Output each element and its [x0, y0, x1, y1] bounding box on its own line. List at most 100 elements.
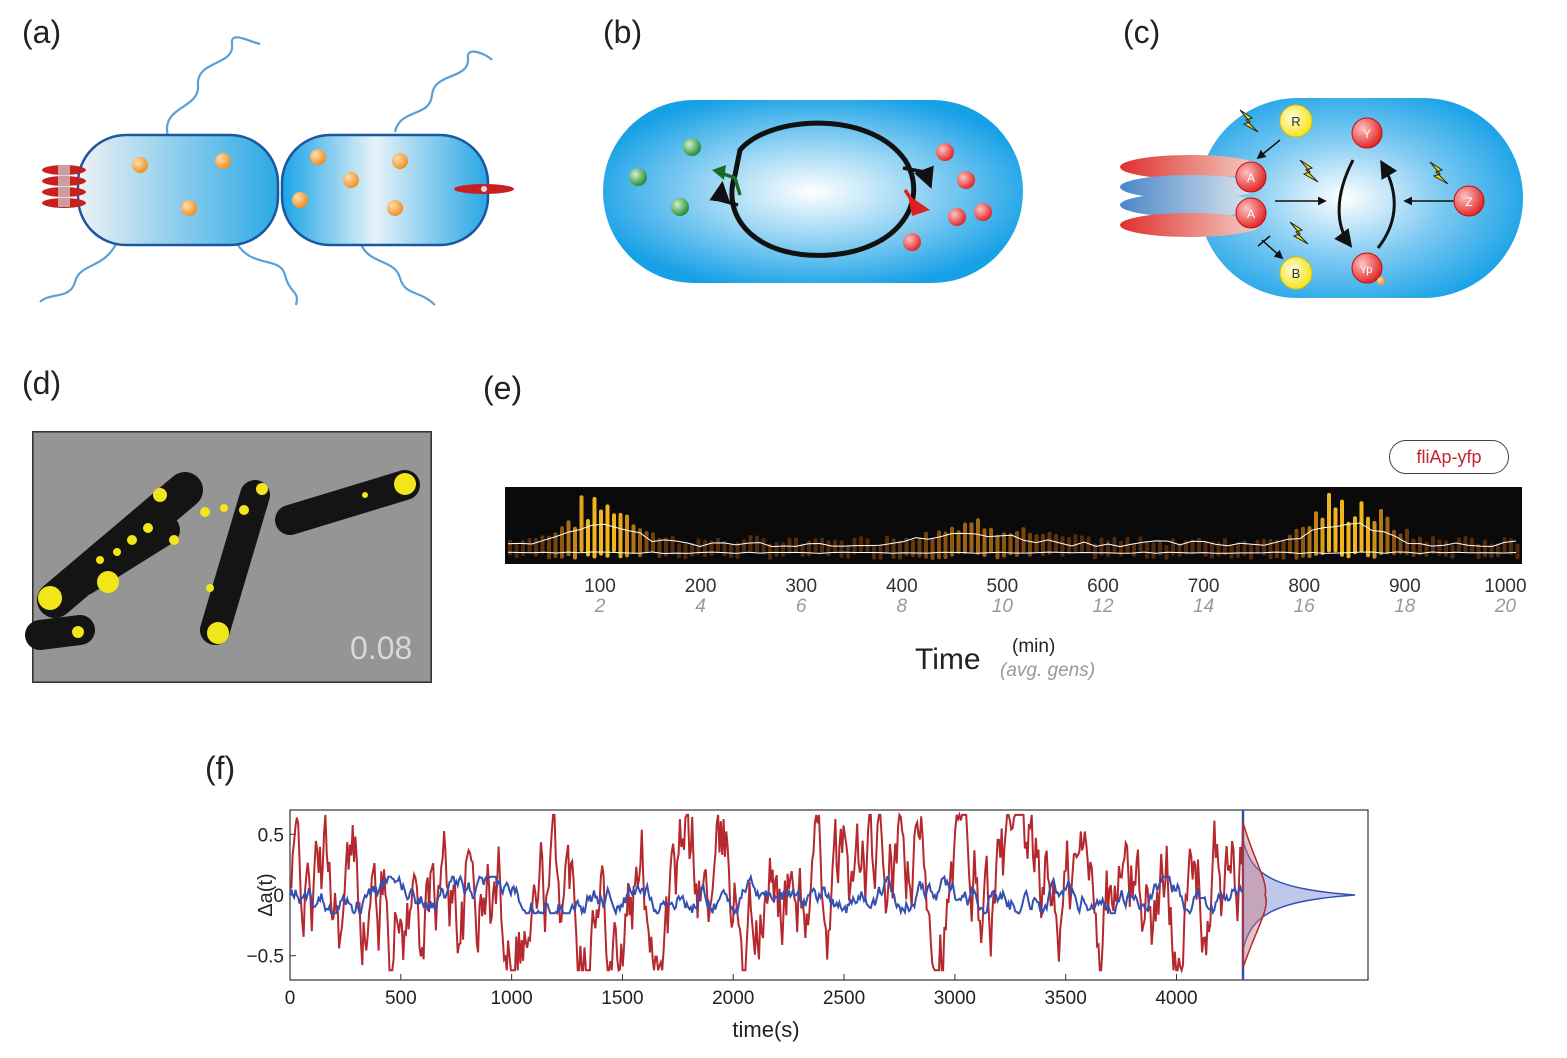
kymograph-cell [716, 537, 720, 554]
node-R: R [1279, 104, 1313, 138]
series-red-line [289, 811, 1244, 974]
kymograph-cell [956, 530, 961, 554]
kymograph-cell [534, 537, 538, 557]
kymograph-cell [1099, 537, 1104, 556]
tick-generation: 18 [1394, 596, 1416, 617]
kymograph-cell [1002, 532, 1006, 558]
kymograph-cell [1385, 516, 1390, 555]
kymograph-cell [605, 504, 610, 558]
series-blue-line [289, 873, 1244, 917]
tick-generation: 16 [1293, 596, 1315, 617]
signal-bolts [1239, 109, 1449, 245]
kymograph-cell [1210, 541, 1214, 559]
kymograph-cell [612, 513, 616, 553]
fluorescent-foci [38, 473, 416, 644]
kymograph-cell [1138, 536, 1143, 552]
receptor-stack [1120, 155, 1260, 237]
tick-minutes: 400 [885, 576, 918, 597]
kymograph-cell [1190, 539, 1195, 555]
kymograph-cell [1320, 517, 1325, 555]
kymograph-cell [891, 538, 896, 559]
kymograph-cell [1450, 544, 1455, 559]
x-axis-label: time(s) [732, 1017, 799, 1042]
kymograph-cell [1125, 536, 1130, 555]
tick-minutes: 200 [684, 576, 717, 597]
node-Yp: Yp [1351, 252, 1385, 285]
kymograph-cell [1093, 543, 1097, 560]
time-axis-label: Time [915, 643, 981, 676]
tick-minutes: 500 [986, 576, 1019, 597]
kymograph-cell [774, 542, 779, 558]
kymograph-cell [514, 543, 519, 559]
kymograph-cell [1249, 544, 1253, 560]
x-tick-label: 500 [385, 988, 417, 1009]
kymograph-cell [547, 535, 551, 560]
tick-minutes: 300 [785, 576, 818, 597]
chromosome-loop [729, 120, 917, 258]
kymograph-cell [586, 519, 590, 557]
tick-generation: 12 [1092, 596, 1114, 617]
kymograph-cell [976, 518, 980, 555]
panel-label-f: (f) [205, 750, 236, 786]
svg-text:Z: Z [1465, 195, 1472, 209]
kymograph-cell [560, 526, 564, 559]
node-B: B [1279, 256, 1313, 290]
kymograph-cell [1496, 543, 1500, 558]
panel-label-e: (e) [483, 370, 523, 406]
kymograph-cell [1242, 540, 1247, 556]
kymograph-cell [794, 537, 798, 553]
kymograph-cell [1158, 541, 1162, 556]
kymograph-cell [1281, 539, 1286, 560]
kymograph-cell [1301, 526, 1305, 558]
y-axis-label: Δa(t) [255, 873, 277, 916]
kymograph-cell [1177, 543, 1182, 557]
kymograph-cell-bars [508, 492, 1520, 560]
x-tick-label: 1500 [601, 988, 643, 1009]
pathway-arrows [1256, 139, 1455, 260]
cell-capsule-c [1198, 98, 1523, 298]
kymograph-cell [599, 509, 603, 556]
x-tick-label: 4000 [1155, 988, 1197, 1009]
kymograph-cell [638, 528, 642, 558]
kymograph-cell [969, 522, 974, 553]
kymograph-cell [1197, 537, 1201, 553]
time-unit-label: (min) [1012, 636, 1056, 657]
kymograph-cell [664, 537, 668, 557]
kymograph-cell [800, 543, 805, 558]
micrograph-value: 0.08 [350, 630, 413, 666]
tick-minutes: 800 [1288, 576, 1321, 597]
kymograph-cell [917, 537, 922, 558]
panel-label-b: (b) [603, 14, 643, 50]
kymograph-cell [1229, 544, 1234, 559]
kymograph-cell [807, 540, 811, 557]
kymograph-cell [1372, 520, 1377, 559]
kymograph-cell [1171, 538, 1175, 556]
kymograph-cell [755, 535, 759, 554]
kymograph-cell [1236, 542, 1240, 558]
kymograph-cell [1255, 539, 1260, 555]
generation-unit-label: (avg. gens) [1000, 660, 1096, 681]
kymograph-cell [1151, 542, 1156, 559]
kymograph-cell [839, 540, 844, 558]
x-tick-label: 3500 [1045, 988, 1087, 1009]
svg-text:A: A [1247, 207, 1255, 221]
promoter-arrows [709, 165, 934, 216]
kymograph-cell [1359, 501, 1364, 553]
tick-generation: 6 [795, 596, 807, 617]
kymograph-cell [527, 538, 532, 553]
kymograph-cell [1203, 540, 1208, 557]
panel-d-micrograph [25, 431, 432, 683]
node-A-top: A [1235, 161, 1267, 193]
kymograph-cell [1366, 516, 1370, 558]
kymograph-cell [1262, 538, 1266, 556]
kymograph-cell [1054, 533, 1058, 553]
y-tick-label: 0 [273, 886, 284, 907]
kymograph-cell [989, 527, 993, 553]
